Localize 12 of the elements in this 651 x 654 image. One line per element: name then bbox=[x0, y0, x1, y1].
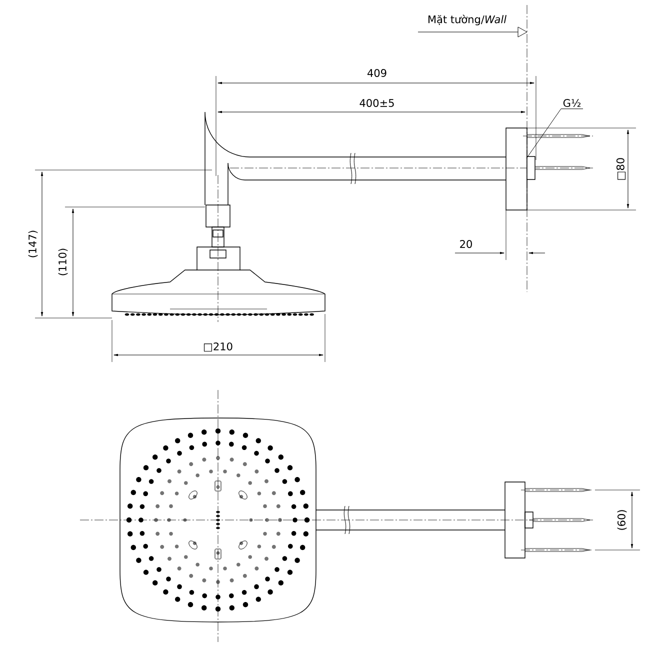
dimension-label: 409 bbox=[368, 69, 386, 77]
dimension-label: 400±5 bbox=[360, 99, 394, 107]
dimension-label: 20 bbox=[460, 240, 472, 248]
dimension-label: Mặt tường/Wall bbox=[428, 14, 506, 26]
dimension-label: □210 bbox=[204, 342, 232, 352]
thread-nipple bbox=[526, 156, 536, 180]
dimension-label: (147) bbox=[28, 230, 38, 258]
dimension-label: (60) bbox=[617, 510, 627, 530]
leader-line bbox=[526, 108, 584, 158]
thread-label: G½ bbox=[563, 99, 580, 107]
dimension-label: (110) bbox=[58, 248, 68, 276]
dimension-label: □80 bbox=[616, 158, 626, 180]
